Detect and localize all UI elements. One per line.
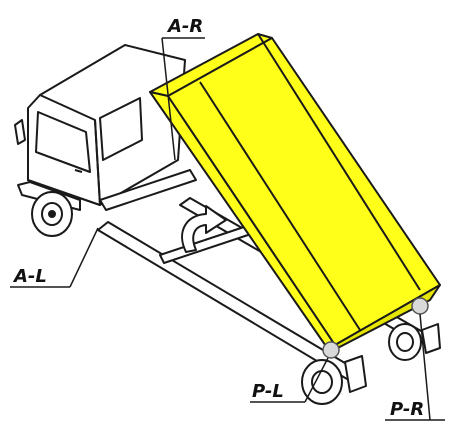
label-rear-left: P-L xyxy=(252,381,284,402)
label-front-left: A-L xyxy=(12,266,47,287)
curved-arrow-icon xyxy=(181,205,227,253)
rear-right-wheel xyxy=(388,323,422,361)
leader-lines xyxy=(10,37,445,421)
tipper-body xyxy=(149,33,441,353)
pivot-ball-rear-left xyxy=(322,341,340,359)
label-rear-right: P-R xyxy=(390,399,424,420)
truck-cab xyxy=(14,44,186,211)
label-front-right: A-R xyxy=(166,16,203,37)
front-left-wheel xyxy=(31,191,73,237)
pivot-ball-rear-right xyxy=(411,297,429,315)
rear-left-wheel xyxy=(301,359,343,405)
